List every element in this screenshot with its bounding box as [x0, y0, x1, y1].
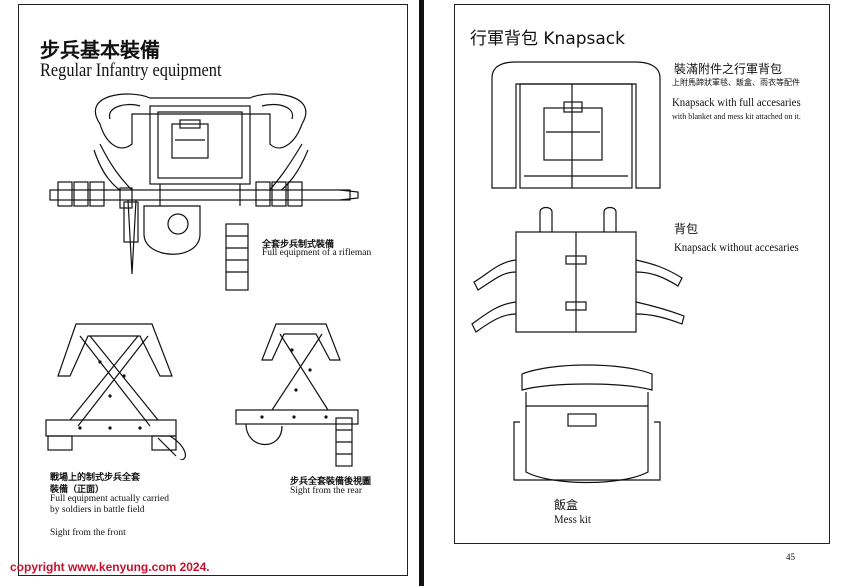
rifleman-equipment-illustration	[49, 93, 359, 291]
right-page: 行軍背包 Knapsack 裝滿附件之行軍背包 上附馬蹄狀軍毯、飯盒、雨衣等配件…	[424, 0, 845, 586]
front-view-caption-zh-line1: 戰場上的制式步兵全套	[50, 473, 141, 483]
mess-kit-caption-en: Mess kit	[554, 512, 591, 526]
full-knapsack-caption-en: Knapsack with full accesaries	[672, 95, 801, 109]
front-view-caption-zh-line2: 裝備（正面）	[50, 485, 105, 495]
full-knapsack-caption-en-small: with blanket and mess kit attached on it…	[672, 112, 801, 121]
copyright-watermark: copyright www.kenyung.com 2024.	[10, 560, 210, 574]
full-knapsack-caption-zh-small: 上附馬蹄狀軍毯、飯盒、雨衣等配件	[672, 78, 800, 87]
rear-view-caption-zh: 步兵全套裝備後視圖	[290, 477, 372, 487]
page-number: 45	[786, 552, 795, 562]
front-view-caption-sight: Sight from the front	[50, 528, 126, 538]
rear-view-illustration	[235, 323, 359, 467]
left-title-zh: 步兵基本裝備	[40, 38, 160, 62]
full-knapsack-illustration	[491, 61, 661, 189]
mess-kit-illustration	[513, 364, 661, 484]
left-page-frame	[18, 4, 408, 576]
full-knapsack-caption-zh: 裝滿附件之行軍背包	[674, 62, 783, 76]
mess-kit-caption-zh: 飯盒	[554, 498, 579, 512]
front-view-caption-en: Full equipment actually carried by soldi…	[50, 494, 169, 515]
empty-knapsack-caption-zh: 背包	[674, 222, 699, 236]
rifleman-caption-en: Full equipment of a rifleman	[262, 248, 372, 258]
rifleman-caption-zh: 全套步兵制式裝備	[262, 240, 335, 250]
book-gutter	[419, 0, 425, 586]
rear-view-caption-en: Sight from the rear	[290, 486, 363, 496]
right-page-frame	[454, 4, 830, 544]
right-page-title: 行軍背包 Knapsack	[470, 29, 626, 49]
empty-knapsack-illustration	[471, 206, 685, 333]
front-view-illustration	[45, 323, 187, 460]
empty-knapsack-caption-en: Knapsack without accesaries	[674, 240, 799, 254]
left-title-en: Regular Infantry equipment	[40, 60, 222, 81]
left-page: 步兵基本裝備 Regular Infantry equipment	[0, 0, 420, 586]
